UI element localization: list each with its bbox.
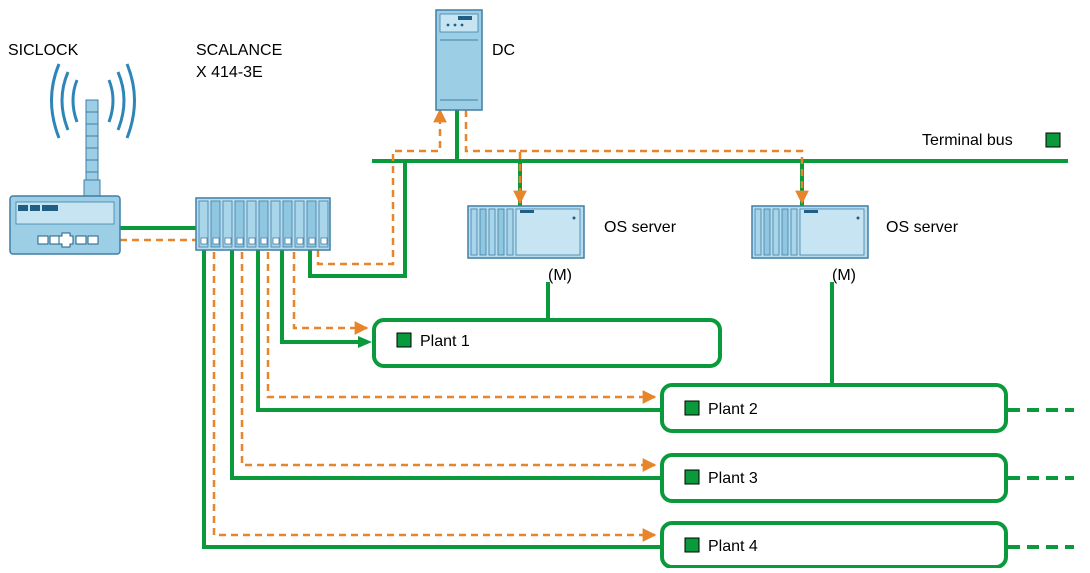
- terminal-bus-legend-square: [1045, 132, 1061, 148]
- switch-port: [200, 237, 208, 245]
- plant-1-legend-square: [396, 332, 412, 348]
- os-server-right: OS server (M): [751, 205, 959, 284]
- module-slot: [258, 200, 269, 248]
- switch-plant3-link: [230, 250, 660, 480]
- module-slot: [772, 208, 780, 256]
- switch-plant1-sync: [292, 240, 369, 335]
- plant-4-label: Plant 4: [708, 538, 758, 555]
- switch-port: [272, 237, 280, 245]
- plant-1: Plant 1: [372, 318, 722, 368]
- module-slot: [754, 208, 762, 256]
- plant-4: Plant 4: [660, 521, 1074, 569]
- module-slot: [282, 200, 293, 248]
- green-network-lines: [120, 110, 834, 549]
- plant1-green-arrowhead: [358, 336, 372, 348]
- module-slot: [470, 208, 478, 256]
- plant-4-box: [660, 521, 1008, 569]
- switch-plant2-sync: [266, 240, 657, 404]
- dc-label: DC: [492, 42, 515, 59]
- siclock-device: SICLOCK: [8, 42, 136, 255]
- plant-1-label: Plant 1: [420, 333, 470, 350]
- os-right-label: OS server: [886, 219, 959, 236]
- switch-port: [260, 237, 268, 245]
- dc-os-right-sync: [520, 149, 809, 205]
- switch-bus-link: [308, 161, 407, 278]
- switch-port: [248, 237, 256, 245]
- switch-port: [212, 237, 220, 245]
- dc-device: DC: [435, 9, 515, 111]
- plant-3-box: [660, 453, 1008, 503]
- module-slot: [306, 200, 317, 248]
- os-left-role: (M): [548, 267, 572, 284]
- switch-plant4-link: [202, 250, 660, 549]
- module-slot: [270, 200, 281, 248]
- switch-port: [236, 237, 244, 245]
- module-slot: [479, 208, 487, 256]
- plant-3-legend-square: [684, 469, 700, 485]
- switch-plant1-link: [280, 250, 365, 344]
- switch-plant3-sync: [240, 240, 657, 472]
- module-slot: [198, 200, 209, 248]
- module-slot: [234, 200, 245, 248]
- plant-2-box: [660, 383, 1008, 433]
- plant-2: Plant 2: [660, 383, 1074, 433]
- switch-port: [296, 237, 304, 245]
- siclock-label: SICLOCK: [8, 42, 79, 59]
- switch-label-line1: SCALANCE: [196, 42, 282, 59]
- plant-4-legend-square: [684, 537, 700, 553]
- module-slot: [781, 208, 789, 256]
- switch-label-line2: X 414-3E: [196, 64, 263, 81]
- module-slot: [488, 208, 496, 256]
- module-slot: [210, 200, 221, 248]
- module-slot: [790, 208, 798, 256]
- switch-port: [308, 237, 316, 245]
- module-slot: [506, 208, 514, 256]
- radio-waves-icon: [50, 63, 136, 139]
- plant-3: Plant 3: [660, 453, 1074, 503]
- plant-2-legend-square: [684, 400, 700, 416]
- dc-os-left-sync: [464, 110, 527, 205]
- module-slot: [246, 200, 257, 248]
- os-server-left: OS server (M): [467, 205, 677, 284]
- module-slot: [763, 208, 771, 256]
- module-slot: [497, 208, 505, 256]
- os-left-label: OS server: [604, 219, 677, 236]
- orange-timesync-lines: [120, 108, 809, 542]
- module-slot: [294, 200, 305, 248]
- scalance-switch: SCALANCE X 414-3E: [195, 42, 331, 251]
- module-slot: [222, 200, 233, 248]
- terminal-bus-label: Terminal bus: [922, 132, 1013, 149]
- switch-plant4-sync: [212, 240, 657, 542]
- switch-port: [224, 237, 232, 245]
- switch-dc-sync: [316, 108, 447, 266]
- plant-2-label: Plant 2: [708, 401, 758, 418]
- module-slot: [318, 200, 329, 248]
- plant-3-label: Plant 3: [708, 470, 758, 487]
- plant-1-box: [372, 318, 722, 368]
- switch-port: [320, 237, 328, 245]
- switch-plant2-link: [256, 250, 660, 412]
- switch-port: [284, 237, 292, 245]
- os-right-role: (M): [832, 267, 856, 284]
